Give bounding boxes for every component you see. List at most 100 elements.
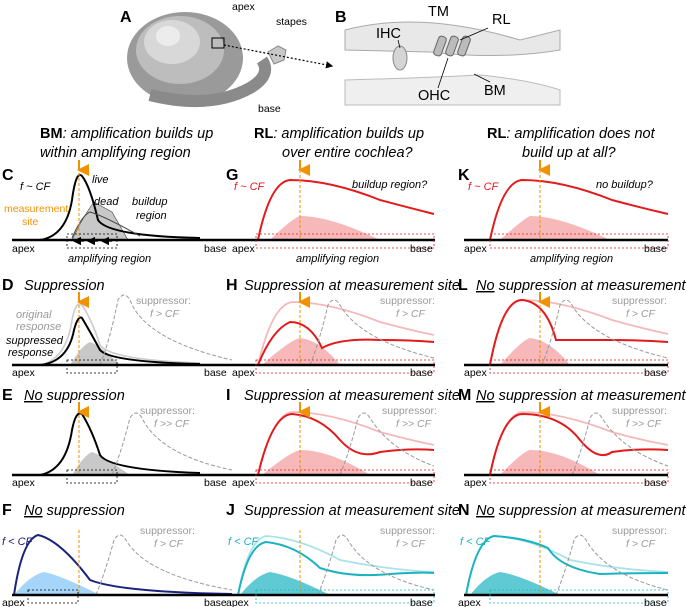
panel-letter-j: J: [226, 502, 235, 519]
axis-base-m: base: [644, 477, 667, 489]
label-suppressed-1: suppressed: [6, 335, 64, 347]
title-l-rest: suppression at measurement site: [495, 278, 687, 294]
label-suppressor-f: suppressor:: [140, 525, 195, 537]
dead-curve: [71, 211, 141, 239]
label-fgtcf-d: f > CF: [150, 308, 179, 320]
label-stapes: stapes: [276, 16, 307, 28]
axis-base-g: base: [410, 243, 433, 255]
label-no-buildup: no buildup?: [596, 179, 654, 191]
panel-c: C f ~ CF live dead buildup region measur…: [2, 160, 232, 265]
label-suppressor-d: suppressor:: [136, 295, 191, 307]
title-l-no: No: [476, 278, 495, 294]
label-f-cf: f ~ CF: [20, 181, 52, 193]
label-live: live: [92, 174, 109, 186]
axis-apex-f: apex: [2, 597, 26, 607]
title-i: Suppression at measurement site: [244, 388, 460, 404]
label-f-lt-cf-n: f < CF: [460, 536, 492, 548]
panel-letter-l: L: [458, 277, 468, 294]
panel-letter-a: A: [120, 9, 132, 26]
panel-d: D Suppression original response suppress…: [2, 277, 233, 379]
g-fill: [270, 216, 380, 240]
label-suppressor-l: suppressor:: [612, 295, 667, 307]
label-suppressor-m: suppressor:: [612, 405, 667, 417]
axis-apex-i: apex: [232, 477, 256, 489]
panel-letter-b: B: [335, 9, 347, 26]
panel-l: L No suppression at measurement site sup…: [458, 277, 687, 379]
label-suppressor-h: suppressor:: [380, 295, 435, 307]
label-base: base: [258, 103, 281, 115]
label-suppressor-i: suppressor:: [382, 405, 437, 417]
axis-base-f: base: [204, 597, 227, 607]
svg-text:RL: amplification builds up: RL: amplification builds up: [254, 126, 424, 142]
label-suppressor-n: suppressor:: [612, 525, 667, 537]
title-m-no: No: [476, 388, 495, 404]
panel-letter-n: N: [458, 502, 470, 519]
axis-apex-l: apex: [464, 367, 488, 379]
label-original-2: response: [16, 321, 61, 333]
col3-bold: RL: [487, 126, 506, 142]
svg-text:No suppression at measurement: No suppression at measurement site: [476, 388, 687, 404]
panel-e: E No suppression suppressor: f >> CF ape…: [2, 387, 233, 489]
label-f-cf-g: f ~ CF: [234, 181, 266, 193]
title-f-rest: suppression: [43, 503, 125, 519]
col3-line2: build up at all?: [522, 145, 616, 161]
ihc-shape: [392, 45, 408, 71]
label-suppressed-2: response: [8, 347, 53, 359]
panel-f: F No suppression f < CF suppressor: f > …: [2, 502, 233, 607]
axis-apex-e: apex: [12, 477, 36, 489]
axis-apex-h: apex: [232, 367, 256, 379]
label-ohc: OHC: [418, 88, 450, 104]
axis-base-c: base: [204, 243, 227, 255]
label-tm: TM: [428, 4, 449, 20]
label-f-lt-cf-f: f < CF: [2, 536, 34, 548]
title-f-no: No: [24, 503, 43, 519]
axis-apex-k: apex: [464, 243, 488, 255]
panel-n: N No suppression at measurement site f <…: [458, 502, 687, 607]
label-fgtcf-n: f > CF: [626, 538, 655, 550]
cochlea-illustration: [127, 12, 287, 108]
svg-text:No suppression at measurement: No suppression at measurement site: [476, 503, 687, 519]
panel-a: A apex stapes base: [120, 1, 334, 115]
axis-apex-m: apex: [464, 477, 488, 489]
column-header-rl-nobuildup: RL: amplification does not build up at a…: [487, 126, 656, 161]
panel-letter-d: D: [2, 277, 14, 294]
label-fgtcf-j: f > CF: [396, 538, 425, 550]
title-n-rest: suppression at measurement site: [495, 503, 687, 519]
svg-text:No suppression at measurement: No suppression at measurement site: [476, 278, 687, 294]
title-n-no: No: [476, 503, 495, 519]
panel-g: G f ~ CF buildup region? apex base ampli…: [226, 160, 435, 265]
axis-base-h: base: [410, 367, 433, 379]
axis-apex-j: apex: [226, 597, 250, 607]
svg-text:No suppression: No suppression: [24, 388, 125, 404]
title-j: Suppression at measurement site: [244, 503, 460, 519]
live-curve: [39, 174, 201, 241]
col2-rest: : amplification builds up: [273, 126, 424, 142]
panel-i: I Suppression at measurement site suppre…: [226, 387, 460, 489]
label-original-1: original: [16, 309, 52, 321]
panel-letter-f: F: [2, 502, 12, 519]
panel-letter-h: H: [226, 277, 238, 294]
col3-rest: : amplification does not: [506, 126, 655, 142]
label-buildup-q: buildup region?: [352, 179, 428, 191]
amp-region-box: [66, 233, 118, 249]
organ-of-corti-illustration: [344, 21, 561, 106]
column-header-rl-buildup: RL: amplification builds up over entire …: [254, 126, 424, 161]
g-curve: [257, 178, 435, 241]
label-buildup-1: buildup: [132, 196, 167, 208]
label-amp-region-k: amplifying region: [530, 253, 613, 265]
panel-b: B TM RL IHC OHC BM: [335, 4, 561, 106]
panel-letter-e: E: [2, 387, 13, 404]
panel-letter-m: M: [458, 387, 471, 404]
label-measurement-1: measurement: [4, 203, 68, 215]
label-apex: apex: [232, 1, 256, 13]
col2-bold: RL: [254, 126, 273, 142]
label-suppressor-e: suppressor:: [140, 405, 195, 417]
panel-m: M No suppression at measurement site sup…: [458, 387, 687, 489]
svg-text:RL: amplification does not: RL: amplification does not: [487, 126, 656, 142]
panel-letter-g: G: [226, 167, 238, 184]
label-ihc: IHC: [376, 26, 401, 42]
svg-text:No suppression: No suppression: [24, 503, 125, 519]
label-suppressor-j: suppressor:: [380, 525, 435, 537]
title-e-rest: suppression: [43, 388, 125, 404]
label-fggcf-m: f >> CF: [626, 418, 662, 430]
